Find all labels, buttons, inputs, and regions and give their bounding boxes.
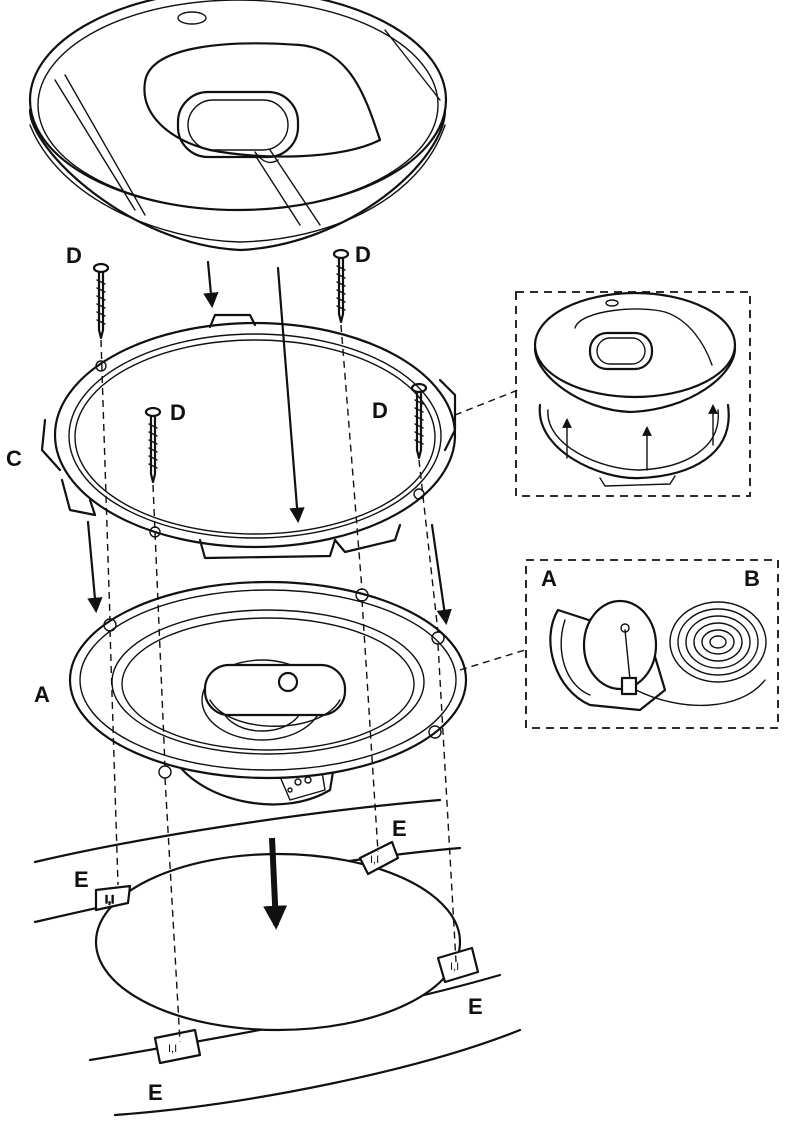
label-d-1: D (66, 243, 82, 268)
label-d-4: D (372, 398, 388, 423)
svg-text:I,I: I,I (105, 894, 114, 906)
mounting-ring-c (40, 313, 457, 560)
svg-text:I,I: I,I (168, 1043, 177, 1055)
label-d-3: D (170, 400, 186, 425)
clip-e-4: I,I (153, 1028, 202, 1065)
screw-d-1 (92, 262, 110, 340)
label-inset-a: A (541, 566, 557, 591)
assembly-arrows (86, 260, 452, 930)
inset-speaker-wire (525, 559, 779, 729)
screw-d-4 (410, 382, 428, 460)
screw-d-3 (144, 406, 162, 484)
clip-e-1: I,I (94, 884, 132, 912)
inset-grille-attach (515, 291, 751, 497)
screw-d-2 (332, 248, 350, 324)
mounting-surface (33, 798, 522, 1117)
svg-text:I,I: I,I (450, 961, 459, 973)
speaker-grille (28, 0, 448, 252)
clip-e-3: I,I (436, 946, 480, 984)
label-e-2: E (392, 816, 407, 841)
label-c-ring: C (6, 446, 22, 471)
label-e-3: E (468, 994, 483, 1019)
label-inset-b: B (744, 566, 760, 591)
alignment-guides (100, 324, 526, 1043)
label-d-2: D (355, 242, 371, 267)
label-e-4: E (148, 1080, 163, 1105)
speaker-a (68, 580, 468, 806)
svg-text:I,I: I,I (370, 854, 379, 866)
speaker-wire-coil-b (669, 601, 767, 683)
clip-e-2: I,I (358, 840, 400, 876)
label-e-1: E (74, 867, 89, 892)
label-a-speaker: A (34, 682, 50, 707)
